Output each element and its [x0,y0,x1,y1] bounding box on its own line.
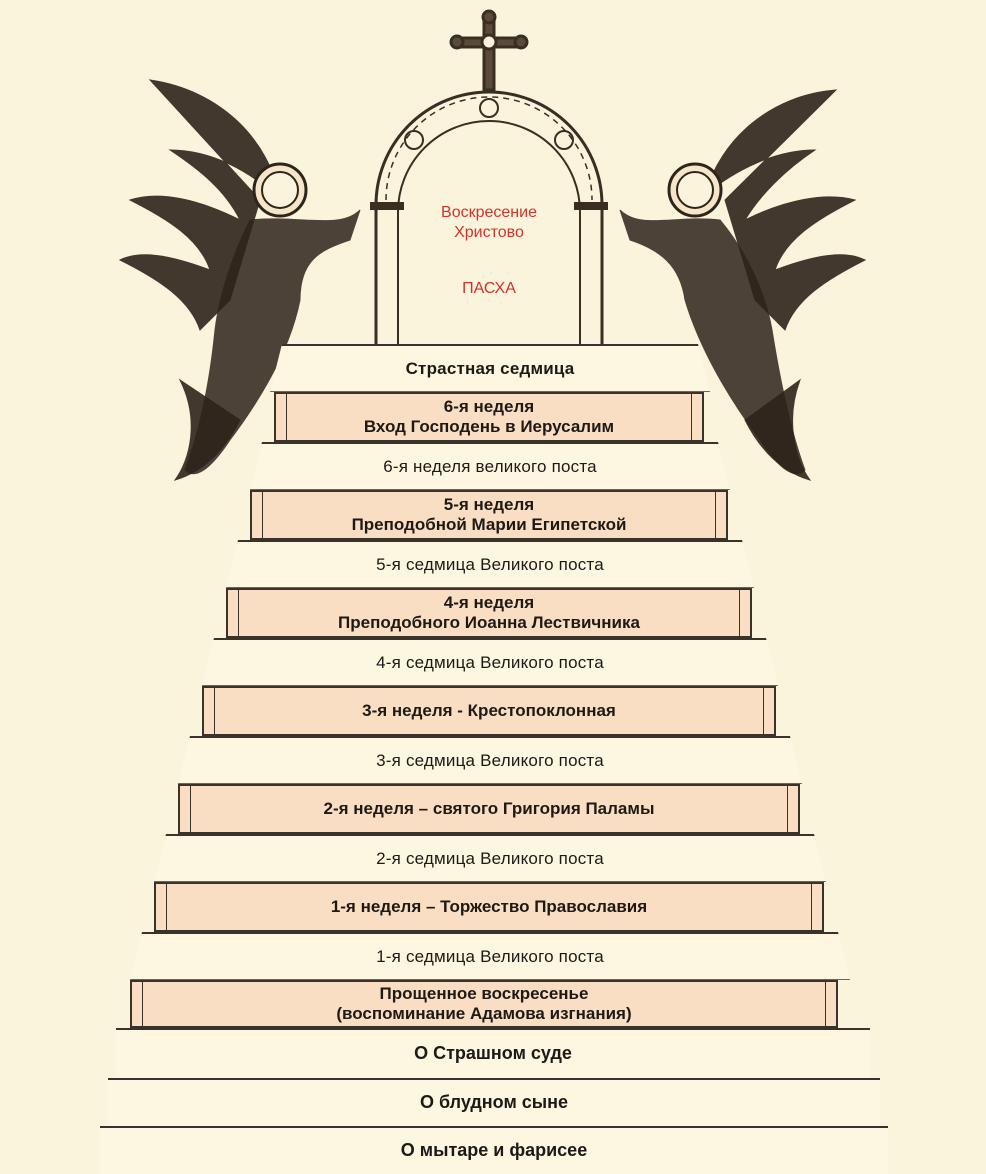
step-last-judgment: О Страшном суде [116,1028,870,1078]
step-label: 3-я седмица Великого поста [376,750,604,770]
step-label: О мытаре и фарисее [400,1140,588,1161]
step-label: 1-я неделя – Торжество Православия [330,896,648,916]
step-week-5: 5-я неделя Преподобной Марии Египетской [250,490,728,540]
step-label-line2: Вход Господень в Иерусалим [363,417,615,436]
step-label-line2: (воспоминание Адамова изгнания) [336,1004,632,1023]
step-lent-week-6: 6-я неделя великого поста [250,442,730,490]
right-angel-illustration [619,89,867,481]
step-label: 5-я седмица Великого поста [376,554,604,574]
step-label: Страстная седмица [405,358,575,378]
step-label: 6-я неделя великого поста [383,456,597,476]
step-prodigal-son: О блудном сыне [108,1078,880,1126]
step-week-1: 1-я неделя – Торжество Православия [154,882,824,932]
step-label-line2: Преподобного Иоанна Лествичника [338,613,640,632]
step-lent-week-1: 1-я седмица Великого поста [130,932,850,980]
step-label: 2-я неделя – святого Григория Паламы [323,798,655,818]
arch-title-line2: Христово [454,224,524,241]
cross-icon [449,9,529,92]
step-label-line1: 5-я неделя [443,494,535,514]
step-week-6: 6-я неделя Вход Господень в Иерусалим [274,392,704,442]
step-label-line2: Преподобной Марии Египетской [351,515,627,534]
step-publican-pharisee: О мытаре и фарисее [100,1126,888,1174]
step-lent-week-4: 4-я седмица Великого поста [202,638,778,686]
step-label: 4-я седмица Великого поста [376,652,604,672]
step-holy-week: Страстная седмица [270,344,710,392]
step-lent-week-5: 5-я седмица Великого поста [226,540,754,588]
step-label: О Страшном суде [414,1043,572,1064]
step-label: 1-я седмица Великого поста [376,946,604,966]
step-forgiveness-sunday: Прощенное воскресенье (воспоминание Адам… [130,980,838,1028]
step-lent-week-3: 3-я седмица Великого поста [178,736,802,784]
step-label: 2-я седмица Великого поста [376,848,604,868]
step-week-2: 2-я неделя – святого Григория Паламы [178,784,800,834]
arch-title-line1: Воскресение [441,204,537,221]
arch-title: Воскресение Христово [410,203,568,243]
left-angel-illustration [118,79,361,481]
step-label-line1: Прощенное воскресенье [379,983,589,1003]
step-week-3: 3-я неделя - Крестопоклонная [202,686,776,736]
step-label-line1: 4-я неделя [443,592,535,612]
step-label-line1: 6-я неделя [443,396,535,416]
step-lent-week-2: 2-я седмица Великого поста [154,834,826,882]
step-label: 3-я неделя - Крестопоклонная [362,700,616,720]
arch-outline [374,90,604,345]
step-week-4: 4-я неделя Преподобного Иоанна Лествични… [226,588,752,638]
pascha-label: ПАСХА [462,280,516,297]
step-label: О блудном сыне [419,1092,569,1113]
